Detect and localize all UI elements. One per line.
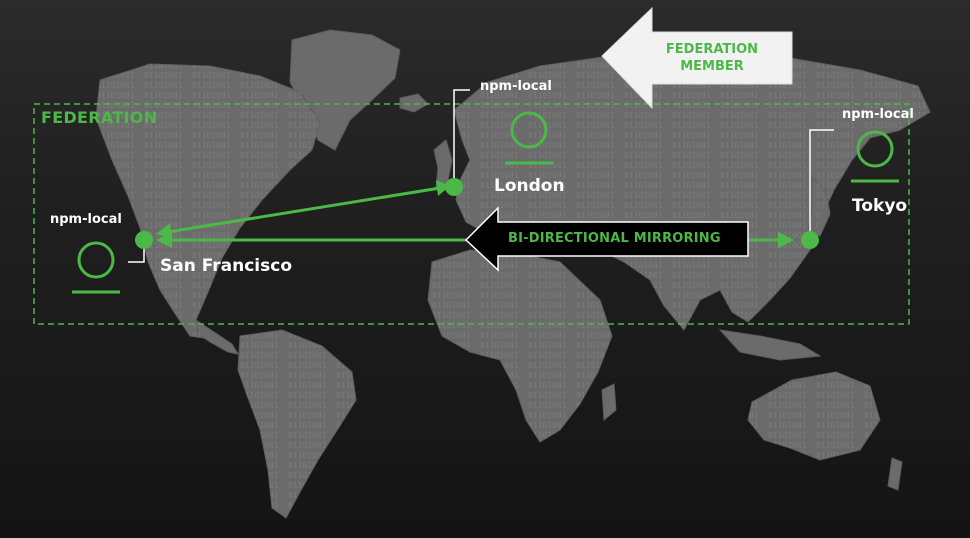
federation-member-callout [601, 6, 793, 110]
tokyo-leader-line [809, 129, 834, 240]
repo-label-london: npm-local [480, 79, 552, 94]
federation-label: FEDERATION [41, 108, 158, 127]
node-dot-london [445, 178, 463, 196]
federation-member-line2: MEMBER [680, 59, 744, 74]
city-label-london: London [494, 176, 565, 196]
indonesia-landmass [718, 329, 822, 361]
repository-icon-san-francisco [72, 241, 120, 294]
repository-icon-london [505, 111, 553, 165]
madagascar-landmass [601, 383, 617, 422]
binary-texture [96, 50, 930, 518]
city-label-tokyo: Tokyo [852, 196, 908, 216]
node-dot-tokyo [801, 231, 819, 249]
bi-directional-mirroring-callout [464, 206, 749, 272]
mirroring-label: BI-DIRECTIONAL MIRRORING [508, 231, 721, 246]
federation-member-line1: FEDERATION [665, 42, 759, 57]
node-dot-san-francisco [135, 231, 153, 249]
iceland-landmass [399, 93, 429, 113]
new-zealand-landmass [887, 457, 903, 491]
federation-member-text: FEDERATION MEMBER [652, 41, 772, 75]
federation-boundary [33, 103, 910, 325]
london-leader-line [453, 89, 470, 186]
repository-icon-tokyo [851, 130, 899, 183]
city-label-san-francisco: San Francisco [160, 256, 292, 276]
repo-label-san-francisco: npm-local [50, 212, 122, 227]
repo-label-tokyo: npm-local [842, 107, 914, 122]
